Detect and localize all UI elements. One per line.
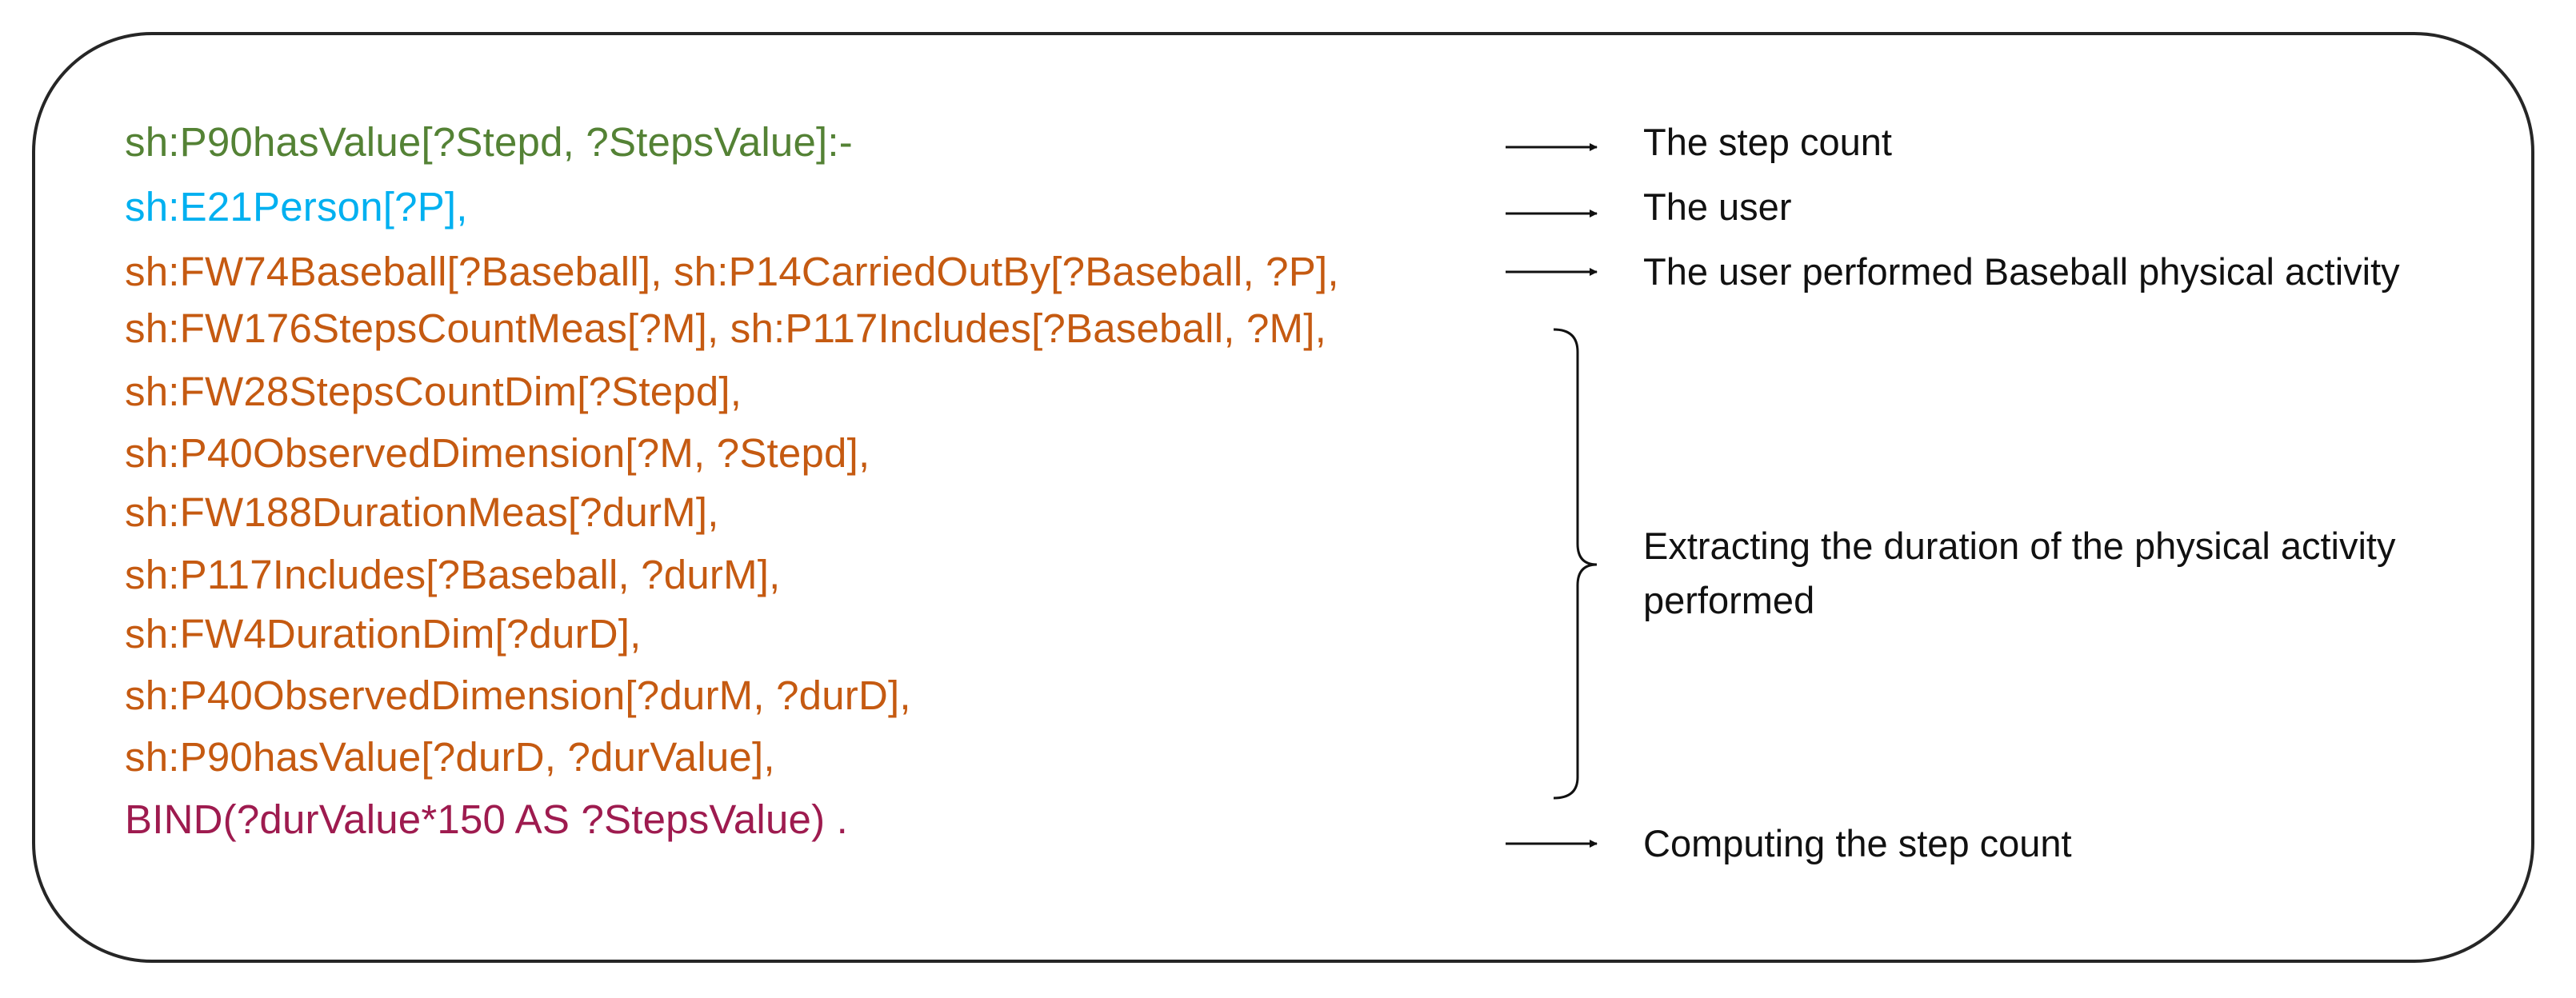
rule-duration-meas-line: sh:FW188DurationMeas[?durM], bbox=[125, 489, 719, 535]
rule-stepscount-meas-line: sh:FW176StepsCountMeas[?M], sh:P117Inclu… bbox=[125, 305, 1326, 351]
annotation-performed: The user performed Baseball physical act… bbox=[1643, 250, 2400, 293]
annotation-user: The user bbox=[1643, 186, 1792, 228]
rule-person-line: sh:E21Person[?P], bbox=[125, 184, 468, 230]
annotation-step-count: The step count bbox=[1643, 121, 1892, 163]
rule-baseball-line: sh:FW74Baseball[?Baseball], sh:P14Carrie… bbox=[125, 249, 1339, 294]
rule-observed-duration-line: sh:P40ObservedDimension[?durM, ?durD], bbox=[125, 673, 911, 718]
rule-has-value-duration-line: sh:P90hasValue[?durD, ?durValue], bbox=[125, 734, 775, 780]
rule-head-line: sh:P90hasValue[?Stepd, ?StepsValue]:- bbox=[125, 119, 853, 165]
rule-observed-dimension-line: sh:P40ObservedDimension[?M, ?Stepd], bbox=[125, 430, 870, 476]
annotation-computing: Computing the step count bbox=[1643, 822, 2072, 864]
rule-includes-duration-line: sh:P117Includes[?Baseball, ?durM], bbox=[125, 552, 781, 597]
rule-bind-line: BIND(?durValue*150 AS ?StepsValue) . bbox=[125, 796, 849, 842]
diagram-frame bbox=[32, 32, 2534, 963]
annotation-duration-line2: performed bbox=[1643, 579, 1815, 621]
rule-duration-dim-line: sh:FW4DurationDim[?durD], bbox=[125, 611, 642, 657]
rule-stepscount-dim-line: sh:FW28StepsCountDim[?Stepd], bbox=[125, 369, 742, 414]
annotation-duration-line1: Extracting the duration of the physical … bbox=[1643, 525, 2396, 567]
duration-brace bbox=[1553, 328, 1598, 800]
